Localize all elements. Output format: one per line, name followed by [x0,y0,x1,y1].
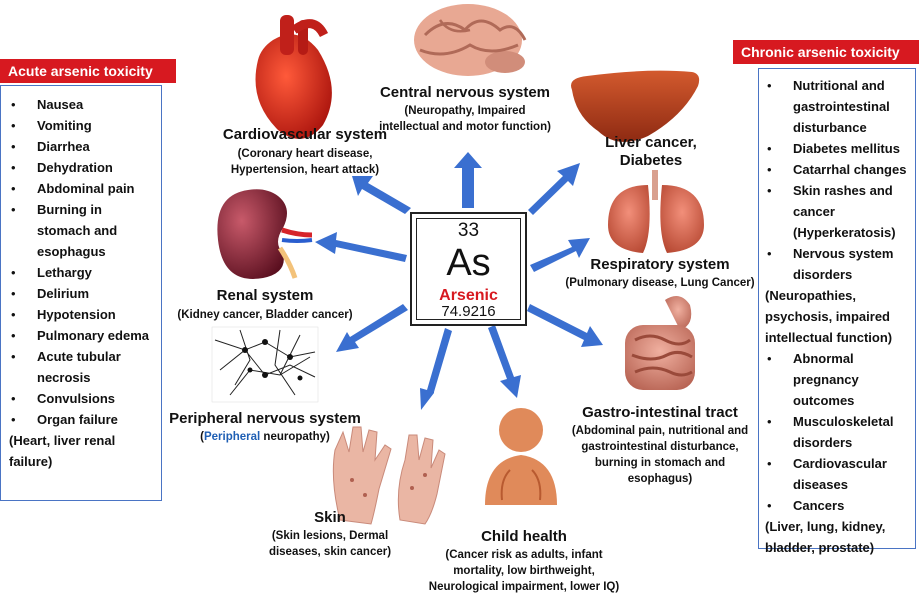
acute-symptom-item: •Lethargy [37,262,155,283]
bullet-icon: • [767,180,772,201]
renal-label: Renal system (Kidney cancer, Bladder can… [165,287,365,323]
acute-symptom-item: •Nausea [37,94,155,115]
chronic-symptom-item: •Catarrhal changes [793,159,913,180]
bullet-icon: • [11,178,16,199]
acute-tail-note: (Heart, liver renal failure) [1,430,159,472]
child-health-title: Child health [412,528,636,545]
respiratory-title: Respiratory system [560,256,760,273]
bullet-icon: • [767,411,772,432]
acute-symptom-item: •Dehydration [37,157,155,178]
atomic-weight: 74.9216 [412,303,525,320]
bullet-icon: • [11,325,16,346]
skin-description: (Skin lesions, Dermal diseases, skin can… [250,526,410,560]
atomic-number: 33 [412,220,525,242]
acute-panel: •Nausea•Vomiting•Diarrhea•Dehydration•Ab… [0,85,162,501]
gi-title: Gastro-intestinal tract [562,404,758,421]
element-symbol: As [412,242,525,285]
chronic-symptom-item: •Diabetes mellitus [793,138,913,159]
bullet-icon: • [11,136,16,157]
liver-title: Liver cancer, Diabetes [596,134,706,170]
chronic-symptom-item: •Nutritional and gastrointestinal distur… [793,75,913,138]
chronic-panel-title: Chronic arsenic toxicity [733,40,919,64]
bullet-icon: • [767,138,772,159]
chronic-symptom-item: •Cancers [793,495,913,516]
arsenic-element-tile: 33 As Arsenic 74.9216 [410,212,527,326]
bullet-icon: • [11,283,16,304]
cardiovascular-label: Cardiovascular system (Coronary heart di… [210,126,400,178]
chronic-symptom-item: •Musculoskeletal disorders [793,411,913,453]
acute-symptom-item: •Diarrhea [37,136,155,157]
arrow-to-cns [454,152,482,208]
bullet-icon: • [767,348,772,369]
cardiovascular-title: Cardiovascular system [210,126,400,143]
chronic-symptom-item: •Skin rashes and cancer (Hyperkeratosis) [793,180,913,243]
bullet-icon: • [11,304,16,325]
chronic-symptom-item: •Nervous system disorders [793,243,913,285]
gi-description: (Abdominal pain, nutritional and gastroi… [562,421,758,487]
chronic-symptom-list: •Nutritional and gastrointestinal distur… [759,69,913,285]
arrow-to-gi [527,304,603,347]
brain-icon [414,4,525,76]
skin-title: Skin [250,509,410,526]
bullet-icon: • [767,453,772,474]
acute-symptom-item: •Vomiting [37,115,155,136]
bullet-icon: • [11,346,16,367]
lungs-icon [608,170,704,253]
chronic-panel: •Nutritional and gastrointestinal distur… [758,68,916,549]
heart-icon [256,15,332,139]
arrow-to-renal [315,232,407,262]
intestine-icon [625,296,695,390]
bullet-icon: • [11,199,16,220]
bullet-icon: • [767,495,772,516]
acute-symptom-item: •Acute tubular necrosis [37,346,155,388]
renal-description: (Kidney cancer, Bladder cancer) [165,304,365,323]
peripheral-title: Peripheral nervous system [160,410,370,427]
acute-panel-title: Acute arsenic toxicity [0,59,176,83]
acute-symptom-item: •Delirium [37,283,155,304]
bullet-icon: • [767,75,772,96]
acute-symptom-item: •Organ failure [37,409,155,430]
skin-label: Skin (Skin lesions, Dermal diseases, ski… [250,509,410,560]
renal-title: Renal system [165,287,365,304]
child-health-description: (Cancer risk as adults, infant mortality… [412,545,636,595]
chronic-mid-note: (Neuropathies, psychosis, impaired intel… [759,285,913,348]
acute-symptom-item: •Convulsions [37,388,155,409]
bullet-icon: • [767,159,772,180]
acute-symptom-item: •Pulmonary edema [37,325,155,346]
liver-icon [571,71,699,142]
bullet-icon: • [11,94,16,115]
respiratory-label: Respiratory system (Pulmonary disease, L… [560,256,760,291]
arrow-to-skin [420,328,452,410]
bullet-icon: • [11,157,16,178]
arrow-to-liver [528,163,580,215]
acute-symptom-item: •Abdominal pain [37,178,155,199]
acute-symptom-item: •Burning in stomach and esophagus [37,199,155,262]
liver-label: Liver cancer, Diabetes [596,134,706,170]
cns-title: Central nervous system [360,84,570,101]
kidney-icon [217,189,312,279]
bullet-icon: • [11,409,16,430]
bullet-icon: • [767,243,772,264]
gi-label: Gastro-intestinal tract (Abdominal pain,… [562,404,758,487]
cardiovascular-description: (Coronary heart disease, Hypertension, h… [210,143,400,178]
chronic-symptom-list-2: •Abnormal pregnancy outcomes•Musculoskel… [759,348,913,516]
chronic-tail-note: (Liver, lung, kidney, bladder, prostate) [759,516,913,558]
chronic-symptom-item: •Abnormal pregnancy outcomes [793,348,913,411]
acute-symptom-list: •Nausea•Vomiting•Diarrhea•Dehydration•Ab… [1,86,155,430]
arrow-to-cardiovascular [352,176,411,214]
peripheral-description: (Peripheral neuropathy) [160,427,370,445]
peripheral-label: Peripheral nervous system (Peripheral ne… [160,410,370,445]
bullet-icon: • [11,115,16,136]
neuron-network-icon [212,327,318,402]
arrow-to-child [488,325,521,398]
respiratory-description: (Pulmonary disease, Lung Cancer) [560,273,760,291]
acute-symptom-item: •Hypotension [37,304,155,325]
child-health-label: Child health (Cancer risk as adults, inf… [412,528,636,595]
bullet-icon: • [11,262,16,283]
bullet-icon: • [11,388,16,409]
chronic-symptom-item: •Cardiovascular diseases [793,453,913,495]
child-silhouette-icon [478,405,564,505]
